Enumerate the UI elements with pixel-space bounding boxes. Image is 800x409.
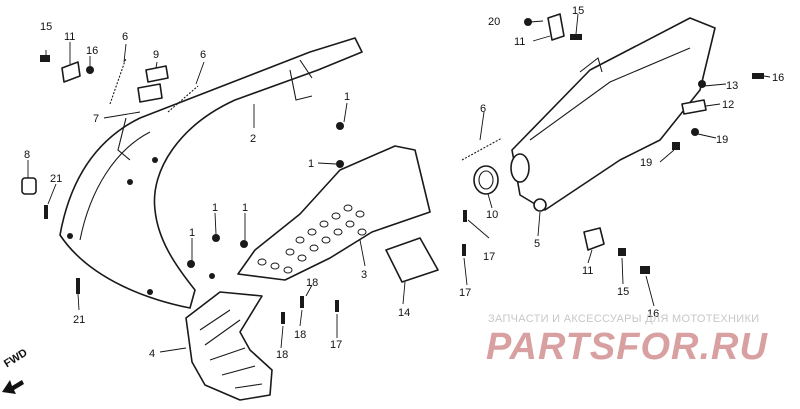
callout-7: 7 [93, 113, 99, 125]
callout-19-left: 19 [640, 157, 652, 169]
heat-shield-upper [237, 145, 431, 281]
callout-6-left: 6 [122, 31, 128, 43]
callout-15-top-left: 15 [40, 21, 52, 33]
callout-6-center: 6 [200, 49, 206, 61]
callout-9: 9 [153, 49, 159, 61]
watermark-tagline: ЗАПЧАСТИ И АКСЕССУАРЫ ДЛЯ МОТОТЕХНИКИ [488, 313, 760, 325]
callout-16-bottom: 16 [647, 308, 659, 320]
muffler-gasket [473, 165, 499, 195]
callout-1-top: 1 [344, 91, 350, 103]
callout-6-right: 6 [480, 103, 486, 115]
callout-15-top-right: 15 [572, 5, 584, 17]
fasteners [21, 13, 764, 324]
exhaust-gasket-rings [137, 65, 169, 103]
callout-8: 8 [24, 149, 30, 161]
callout-4: 4 [149, 348, 155, 360]
callout-12: 12 [722, 99, 734, 111]
callout-21-lower: 21 [73, 314, 85, 326]
callout-17-upper: 17 [483, 251, 495, 263]
callout-11-bottom: 11 [582, 265, 593, 277]
callout-16-top-right: 16 [772, 72, 784, 84]
callout-11-top-right: 11 [514, 36, 525, 48]
callout-17-bottom: 17 [330, 339, 342, 351]
muffler [510, 17, 716, 212]
callout-5: 5 [534, 238, 540, 250]
callout-1-lower-c: 1 [242, 202, 248, 214]
callout-10: 10 [486, 209, 498, 221]
callout-13: 13 [726, 80, 738, 92]
callout-18-lower: 18 [276, 349, 288, 361]
watermark-brand: PARTSFOR.RU [486, 326, 768, 368]
callout-15-bottom: 15 [617, 286, 629, 298]
callout-20: 20 [488, 16, 500, 28]
springs [109, 57, 503, 161]
leader-lines [27, 13, 771, 353]
callout-1-shield: 1 [308, 158, 314, 170]
callout-1-lower-b: 1 [212, 202, 218, 214]
callout-11-top-left: 11 [64, 31, 75, 43]
callout-14: 14 [398, 307, 410, 319]
callout-17-mid: 17 [459, 287, 471, 299]
callout-3: 3 [361, 269, 367, 281]
callout-2: 2 [250, 133, 256, 145]
heat-shield-pad [385, 237, 439, 283]
callout-numbers: 15 11 16 6 9 6 7 2 1 1 8 21 21 1 1 1 3 1… [24, 5, 784, 361]
heat-shield-lower [185, 291, 273, 401]
callout-18-mid: 18 [294, 329, 306, 341]
forward-arrow-icon [2, 380, 24, 394]
callout-18-upper: 18 [306, 277, 318, 289]
callout-21-upper: 21 [50, 173, 62, 185]
callout-1-lower-a: 1 [189, 227, 195, 239]
exhaust-pipe [59, 37, 363, 309]
callout-19-right: 19 [716, 134, 728, 146]
callout-16-top-left: 16 [86, 45, 98, 57]
